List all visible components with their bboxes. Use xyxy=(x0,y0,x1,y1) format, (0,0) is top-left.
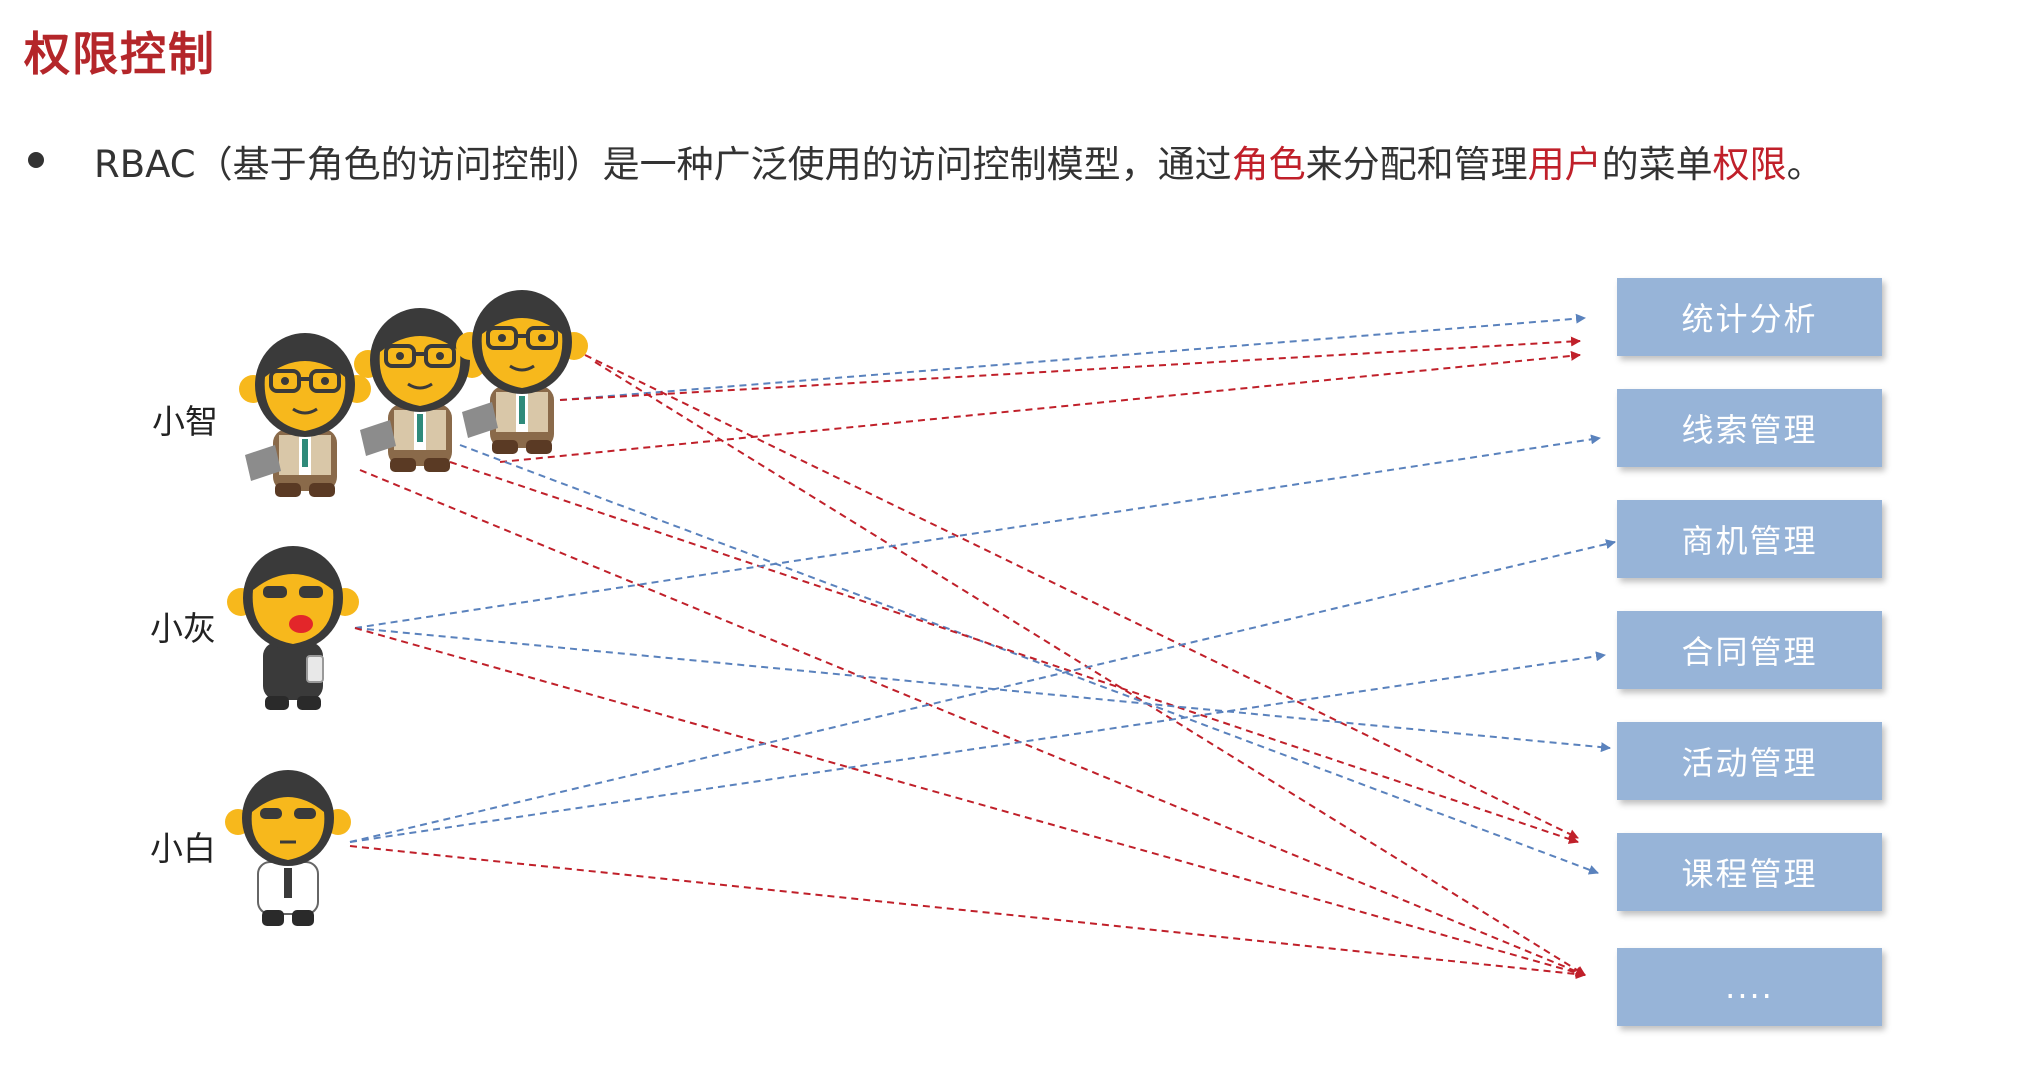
arrow-line xyxy=(354,627,1586,978)
description-permission: 权限 xyxy=(1712,143,1787,186)
arrow-line xyxy=(499,350,1581,463)
user-xiaobai-avatar xyxy=(223,768,353,928)
description-role: 角色 xyxy=(1231,143,1306,186)
arrow-line xyxy=(584,354,1579,839)
arrow-line xyxy=(449,461,1579,844)
description-part4: 。 xyxy=(1786,143,1824,186)
description-part1: RBAC（基于角色的访问控制）是一种广泛使用的访问控制模型，通过 xyxy=(94,143,1232,186)
menu-box-statistics: 统计分析 xyxy=(1617,278,1882,356)
description-text: RBAC（基于角色的访问控制）是一种广泛使用的访问控制模型，通过角色来分配和管理… xyxy=(94,134,1824,188)
arrow-line xyxy=(459,444,1599,875)
user-xiaohui-avatar xyxy=(226,545,360,711)
page-title: 权限控制 xyxy=(24,27,216,81)
description-part2: 来分配和管理 xyxy=(1305,143,1528,186)
menu-box-more: .... xyxy=(1617,948,1882,1026)
arrow-line xyxy=(354,627,1611,753)
monkey-avatar-icon xyxy=(237,331,373,499)
menu-box-contracts: 合同管理 xyxy=(1617,611,1882,689)
description-user: 用户 xyxy=(1527,143,1602,186)
arrow-line xyxy=(349,539,1616,843)
user-label-xiaozhi: 小智 xyxy=(152,402,218,441)
arrow-line xyxy=(349,845,1586,980)
arrow-line xyxy=(354,434,1601,629)
user-label-xiaobai: 小白 xyxy=(150,829,216,868)
monkey-avatar-icon xyxy=(223,768,353,928)
arrow-line xyxy=(594,361,1586,976)
arrow-line xyxy=(559,313,1586,401)
menu-box-courses: 课程管理 xyxy=(1617,833,1882,911)
arrow-line xyxy=(359,469,1586,977)
menu-box-opportunities: 商机管理 xyxy=(1617,500,1882,578)
menu-box-activities: 活动管理 xyxy=(1617,722,1882,800)
arrow-line xyxy=(349,651,1606,843)
description-part3: 的菜单 xyxy=(1601,143,1713,186)
user-xiaozhi-avatars xyxy=(237,288,590,499)
user-label-xiaohui: 小灰 xyxy=(150,609,216,648)
menu-box-leads: 线索管理 xyxy=(1617,389,1882,467)
monkey-avatar-icon xyxy=(226,545,360,711)
arrow-line xyxy=(559,336,1581,401)
bullet-dot xyxy=(28,152,44,168)
